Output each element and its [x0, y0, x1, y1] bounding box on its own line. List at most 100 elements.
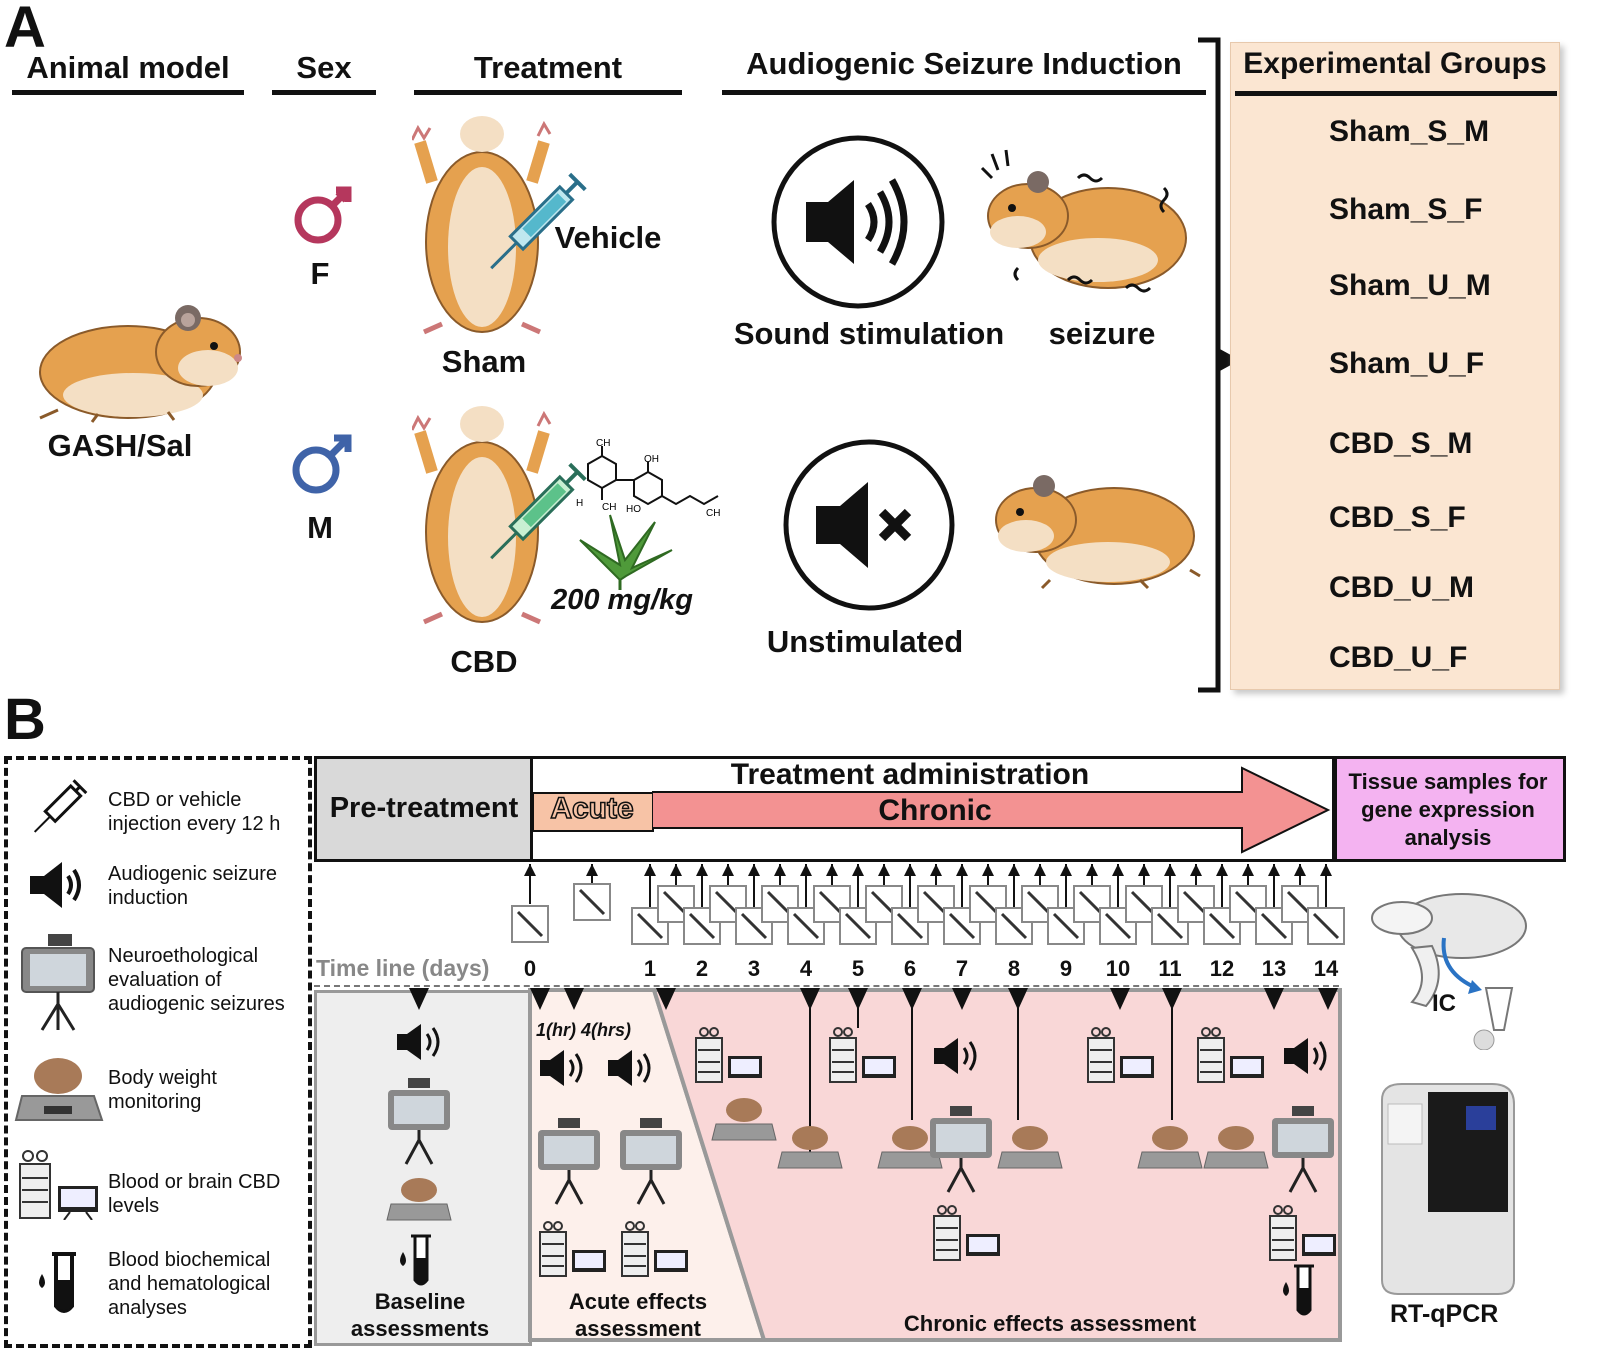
legend-scale-icon — [14, 1058, 104, 1121]
brain-ic-icon — [1371, 893, 1527, 1050]
event-marker — [1264, 988, 1284, 1010]
timeline-day: 2 — [695, 956, 709, 981]
group-item: Sham_S_M — [1329, 115, 1490, 148]
injection-arrow — [982, 864, 994, 886]
injection-arrow — [1242, 864, 1254, 886]
injection-syringe-icon — [1307, 907, 1345, 945]
injection-syringe-icon — [709, 885, 747, 923]
injection-arrow — [748, 864, 760, 908]
event-marker — [902, 988, 922, 1010]
group-item: CBD_S_M — [1329, 427, 1473, 460]
injection-syringe-icon — [761, 885, 799, 923]
injection-arrow — [956, 864, 968, 908]
cbd-molecule-icon: CH OH H CH HO CH — [576, 438, 720, 519]
legend-camera-icon — [21, 934, 95, 1031]
scale-icon — [877, 1126, 943, 1169]
seizure-label: seizure — [1048, 316, 1156, 351]
timeline-day: 7 — [955, 956, 969, 981]
legend-speaker-icon — [30, 862, 81, 908]
hplc-icon — [539, 1221, 606, 1277]
rule-treatment — [414, 90, 682, 95]
group-item: Sham_S_F — [1329, 193, 1483, 226]
injection-arrow — [586, 864, 598, 884]
camera-icon — [930, 1106, 992, 1193]
scale-icon — [711, 1098, 777, 1141]
hamster-side-icon — [39, 305, 242, 423]
acute-box — [532, 792, 654, 832]
timeline-day: 13 — [1261, 956, 1287, 981]
sham-label: Sham — [441, 344, 527, 379]
event-marker — [530, 988, 550, 1010]
scale-icon — [997, 1126, 1063, 1169]
sex-female-label: F — [310, 256, 330, 291]
camera-icon — [388, 1078, 450, 1165]
timeline-day: 12 — [1209, 956, 1235, 981]
groups-bracket — [1198, 37, 1240, 693]
acute-label: Acute — [550, 791, 635, 826]
rule-sex — [272, 90, 376, 95]
scale-icon — [1203, 1126, 1269, 1169]
header-sex: Sex — [296, 50, 352, 85]
unstimulated-icon — [783, 439, 955, 611]
ic-label: IC — [1432, 990, 1456, 1017]
injection-arrow — [826, 864, 838, 886]
cbd-label: CBD — [450, 644, 518, 679]
legend-text-body-weight: Body weight monitoring — [108, 1067, 217, 1113]
cbd-hamster-icon — [412, 406, 552, 625]
timeline-day: 11 — [1158, 956, 1182, 981]
camera-icon — [1272, 1106, 1334, 1193]
syringe-icon — [490, 172, 587, 270]
injection-arrow — [670, 864, 682, 886]
baseline-panel — [314, 990, 532, 1346]
unstimulated-label: Unstimulated — [766, 624, 964, 659]
blood-tube-icon — [400, 1234, 431, 1286]
injection-arrow — [904, 864, 916, 908]
group-item: Sham_U_M — [1329, 269, 1491, 302]
hplc-icon — [1269, 1205, 1336, 1261]
injection-syringe-icon — [573, 883, 611, 921]
hplc-icon — [829, 1027, 896, 1083]
hplc-icon — [621, 1221, 688, 1277]
group-item: CBD_U_F — [1329, 641, 1468, 674]
chem-ch3-right: CH — [706, 508, 720, 519]
injection-arrow — [1112, 864, 1124, 908]
legend-text-neuroethological: Neuroethological evaluation of audiogeni… — [108, 945, 285, 1015]
assessment-events — [386, 988, 1338, 1316]
injection-syringe-icon — [511, 905, 549, 943]
experimental-groups-box: Experimental Groups Sham_S_M Sham_S_F Sh… — [1230, 42, 1560, 690]
injection-arrow — [1268, 864, 1280, 908]
injection-arrow — [722, 864, 734, 886]
injection-arrow — [878, 864, 890, 886]
injection-arrow — [1060, 864, 1072, 908]
event-marker — [409, 988, 429, 1010]
injection-syringe-icon — [995, 907, 1033, 945]
cannabis-leaf-icon — [579, 514, 673, 590]
header-treatment: Treatment — [473, 50, 623, 85]
male-symbol-icon — [292, 434, 352, 494]
timeline-day: 8 — [1007, 956, 1021, 981]
injection-arrow — [930, 864, 942, 886]
timeline-day: 14 — [1313, 956, 1339, 981]
tissue-samples-label: Tissue samples for gene expression analy… — [1348, 769, 1548, 850]
legend-box — [4, 756, 312, 1348]
scale-icon — [1137, 1126, 1203, 1169]
header-groups: Experimental Groups — [1243, 47, 1547, 80]
injection-syringe-icon — [1255, 907, 1293, 945]
panel-b-letter: B — [4, 687, 46, 752]
sound-stimulation-label: Sound stimulation — [733, 316, 1005, 351]
injection-arrow — [1294, 864, 1306, 886]
speaker-icon — [608, 1050, 651, 1086]
timeline-day: 3 — [747, 956, 761, 981]
scale-icon — [777, 1126, 843, 1169]
speaker-icon — [540, 1050, 583, 1086]
sham-hamster-icon — [412, 116, 552, 335]
injection-arrow — [1138, 864, 1150, 886]
chem-oh: OH — [644, 454, 659, 465]
baseline-label: Baseline assessments — [350, 1289, 490, 1341]
timeline-day: 1 — [643, 956, 657, 981]
event-marker — [848, 988, 868, 1010]
rule-groups — [1235, 91, 1557, 96]
injection-arrow — [800, 864, 812, 908]
injection-arrow — [852, 864, 864, 908]
injection-arrow — [1164, 864, 1176, 908]
